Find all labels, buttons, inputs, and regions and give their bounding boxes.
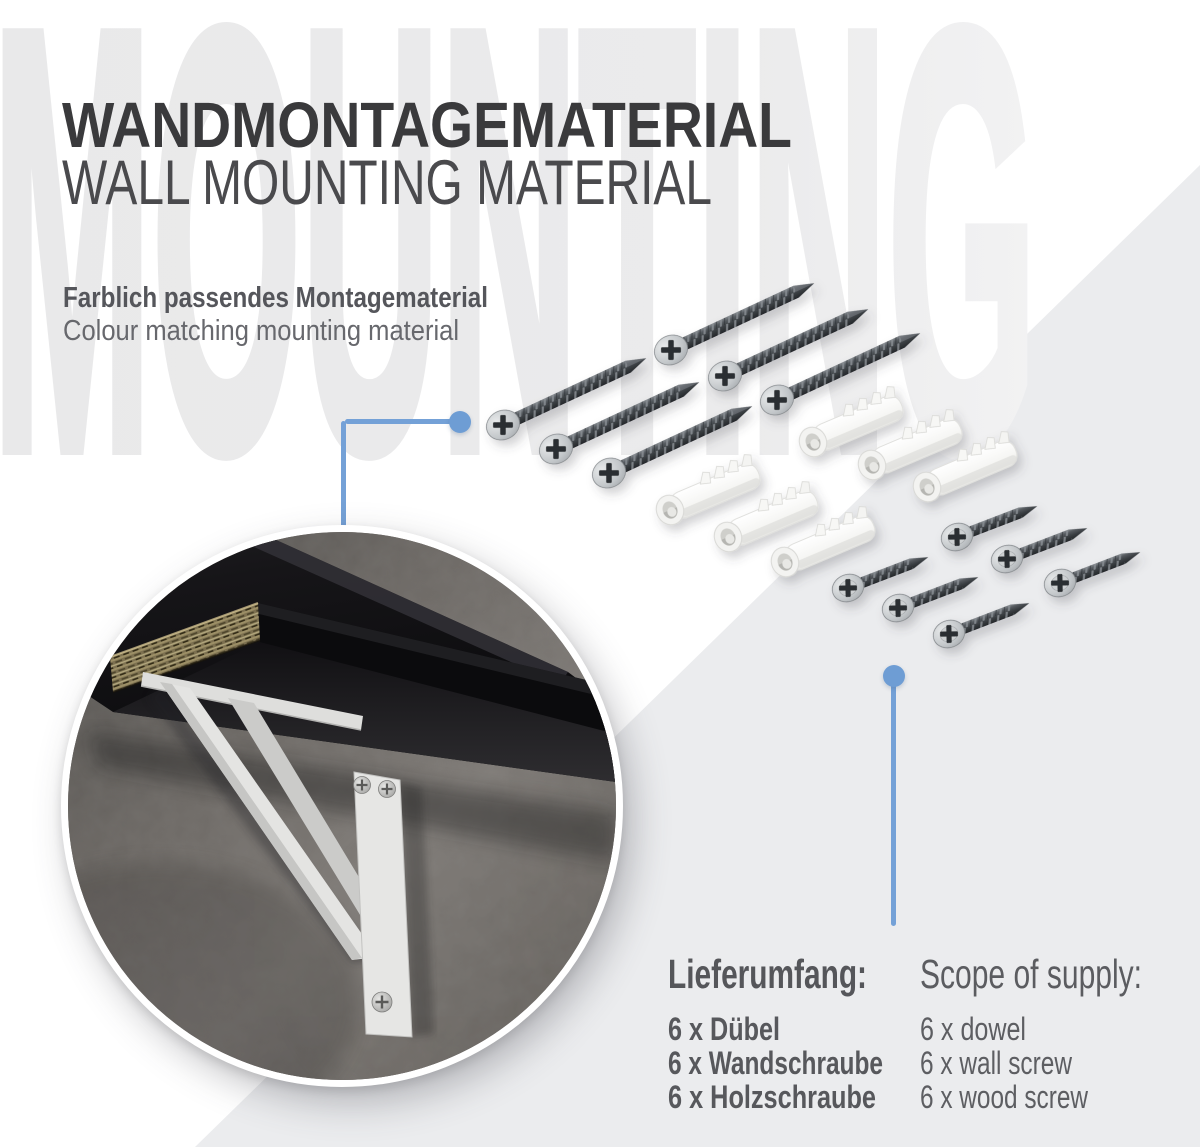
wood-screw-icon bbox=[480, 344, 653, 446]
shelf-bracket-photo bbox=[68, 532, 616, 1080]
connector-line-vertical-photo bbox=[341, 421, 346, 533]
connector-line-horizontal bbox=[345, 419, 462, 424]
shelf-bracket bbox=[140, 672, 434, 1038]
wood-screw-icon bbox=[533, 368, 706, 470]
bracket-screw bbox=[371, 991, 393, 1013]
hardware-illustration bbox=[480, 269, 1146, 653]
wall-screw-icon bbox=[1039, 539, 1146, 602]
wood-screw-icon bbox=[702, 295, 875, 397]
page-title: WANDMONTAGEMATERIAL bbox=[62, 89, 792, 161]
page-subtitle: WALL MOUNTING MATERIAL bbox=[62, 148, 712, 218]
wood-grain-edge bbox=[110, 603, 260, 692]
connector-line-vertical-supply bbox=[891, 678, 896, 926]
callout-heading-en: Colour matching mounting material bbox=[63, 315, 459, 347]
callout-heading-de: Farblich passendes Montagematerial bbox=[63, 282, 488, 314]
dowels-group bbox=[648, 383, 1022, 582]
product-photo-circle bbox=[61, 525, 623, 1087]
bracket-screw bbox=[353, 776, 371, 794]
wood-screw-icon bbox=[648, 269, 821, 371]
connector-dot-screws bbox=[449, 411, 471, 433]
bracket-screw bbox=[378, 780, 396, 798]
connector-dot-supply bbox=[883, 665, 905, 687]
wall-screws-group bbox=[827, 493, 1146, 653]
wall-screw-icon bbox=[928, 590, 1035, 653]
